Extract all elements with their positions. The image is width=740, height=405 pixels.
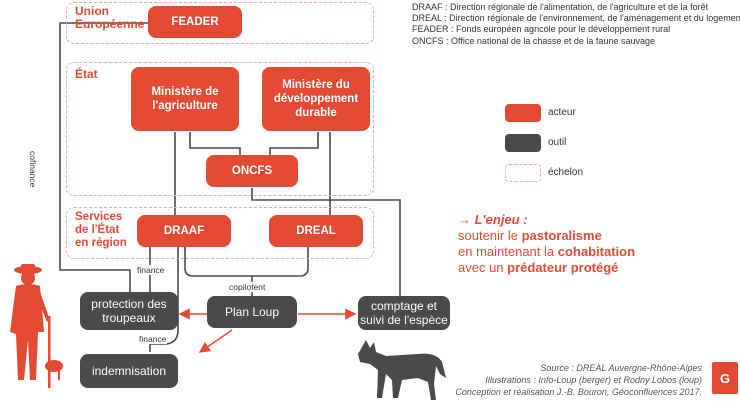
glossary-feader: FEADER : Fonds européen agricole pour le…: [412, 24, 671, 35]
zone-eu-label: Union Européenne: [75, 4, 145, 31]
credits-conception: Conception et réalisation J.-B. Bouron, …: [455, 387, 702, 397]
zone-eu: [66, 2, 374, 44]
legend-actor-swatch: [505, 104, 541, 122]
plan-loup-box: Plan Loup: [207, 296, 297, 328]
shepherd-illustration: [10, 264, 63, 388]
credits-illustrations: Illustrations : Info-Loup (berger) et Ro…: [485, 375, 702, 385]
glossary-draaf: DRAAF : Direction régionale de l'aliment…: [412, 2, 709, 12]
edge-draaf-copilot: [184, 247, 253, 296]
credits: Source : DREAL Auvergne-Rhône-Alpes Illu…: [455, 362, 702, 398]
edge-draaf-finance-indemnisation: [149, 247, 179, 352]
edge-min-dev-oncfs: [269, 132, 319, 155]
stake-line-1: soutenir le pastoralisme: [458, 228, 602, 243]
zone-state: [66, 62, 374, 196]
zone-services: [66, 207, 374, 259]
credits-source: Source : DREAL Auvergne-Rhône-Alpes: [540, 363, 702, 373]
oncfs-box: ONCFS: [206, 155, 298, 187]
legend-tool-label: outil: [548, 137, 567, 148]
feader-box: FEADER: [148, 6, 242, 38]
stake-line-3: avec un prédateur protégé: [458, 260, 619, 275]
edge-dreal-copilot: [252, 247, 309, 277]
glossary-dreal: DREAL : Direction régionale de l'environ…: [412, 13, 740, 24]
arrow-plan-to-indemnisation: [198, 329, 233, 353]
min-agri-box: Ministère de l'agriculture: [131, 67, 239, 131]
zone-services-label: Services de l'État en région: [75, 211, 127, 249]
edge-label-finance-1: finance: [136, 265, 166, 275]
edge-oncfs-comptage: [251, 188, 401, 296]
dreal-box: DREAL: [269, 215, 363, 247]
draaf-box: DRAAF: [137, 215, 231, 247]
stake-line-2: en maintenant la cohabitation: [458, 244, 636, 259]
legend-actor-label: acteur: [548, 107, 576, 118]
geoconfluences-logo: G: [712, 362, 738, 394]
edge-label-cofinance: cofinance: [28, 150, 38, 189]
legend-level-swatch: [505, 164, 541, 182]
legend-tool-swatch: [505, 134, 541, 152]
glossary: DRAAF : Direction régionale de l'aliment…: [412, 2, 740, 47]
indemnisation-box: indemnisation: [80, 354, 178, 388]
stake-text: → L'enjeu : soutenir le pastoralisme en …: [458, 212, 635, 276]
stake-heading: → L'enjeu :: [458, 212, 528, 227]
protection-box: protection des troupeaux: [80, 292, 178, 330]
wolf-illustration: [358, 340, 446, 400]
edge-min-agri-oncfs: [189, 132, 241, 155]
min-dev-box: Ministère du développement durable: [262, 67, 370, 131]
legend-level-label: échelon: [548, 167, 584, 178]
zone-state-label: État: [75, 67, 98, 81]
edge-label-finance-2: finance: [138, 334, 168, 344]
edge-feader-cofinance: [59, 22, 150, 292]
comptage-box: comptage et suivi de l'espèce: [358, 296, 450, 330]
edge-label-copilotent: copilotent: [228, 282, 267, 292]
glossary-oncfs: ONCFS : Office national de la chasse et …: [412, 35, 655, 46]
